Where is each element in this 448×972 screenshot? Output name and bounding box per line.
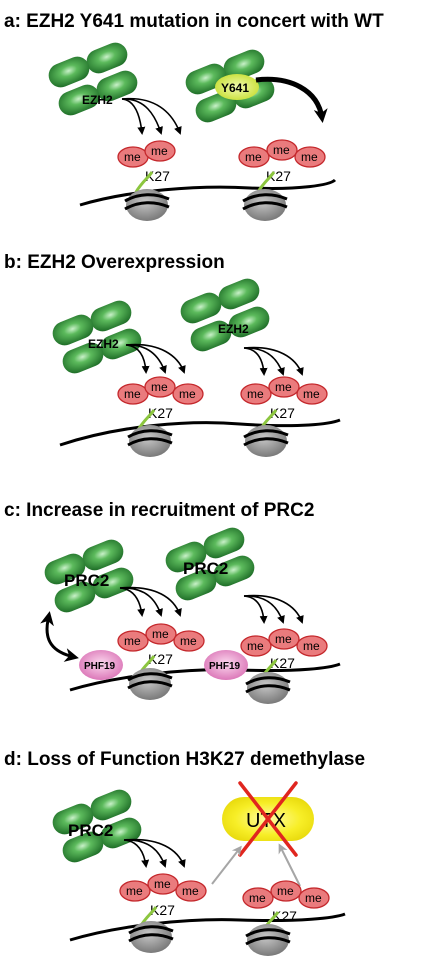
me-label: me (179, 387, 196, 401)
me-label: me (277, 884, 294, 898)
methyl-group-a-right: me me me K27 (238, 139, 326, 184)
methyl-group-c-right: me me me K27 (240, 628, 328, 671)
me-label: me (301, 150, 318, 164)
panel-b: b: EZH2 Overexpression EZH2 EZH2 me me m… (4, 252, 341, 459)
panel-a-title: a: EZH2 Y641 mutation in concert with WT (4, 11, 384, 32)
demethylation-arrow-right (278, 843, 301, 887)
methylation-arrows-c-right (243, 594, 304, 624)
k27-label-c-left: K27 (148, 651, 173, 667)
ezh2-label-a: EZH2 (82, 93, 113, 107)
nucleosome-c-right (244, 670, 292, 706)
me-label: me (180, 634, 197, 648)
panel-a: a: EZH2 Y641 mutation in concert with WT… (4, 11, 384, 223)
panel-b-title: b: EZH2 Overexpression (4, 252, 225, 273)
ezh2-complex-a: EZH2 (45, 39, 141, 119)
me-label: me (249, 891, 266, 905)
ezh2-y641-complex: Y641 (182, 46, 278, 126)
methyl-group-c-left: me me me K27 (117, 623, 205, 667)
me-label: me (151, 144, 168, 158)
me-label: me (305, 891, 322, 905)
methylation-arrows-d (123, 838, 186, 868)
methyl-group-d-right: me me me K27 (242, 880, 330, 924)
me-label: me (275, 632, 292, 646)
nucleosome-b-right (242, 423, 290, 459)
me-label: me (247, 639, 264, 653)
k27-label-b-left: K27 (148, 405, 173, 421)
me-label: me (124, 150, 141, 164)
y641-label: Y641 (221, 81, 249, 95)
k27-label-b-right: K27 (270, 405, 295, 421)
me-label: me (303, 387, 320, 401)
utx-demethylase: UTX (222, 781, 314, 857)
inactivation-cross-icon (238, 781, 298, 857)
methylation-arrows-b-left (125, 343, 186, 374)
histone-tail-a-left (134, 171, 154, 193)
nucleosome-b-left (126, 423, 174, 459)
me-label: me (245, 150, 262, 164)
methyl-group-b-right: me me me K27 (240, 376, 328, 421)
demethylation-arrow-left (211, 845, 242, 885)
prc2-complex-c-left: PRC2 (41, 536, 137, 616)
prc2-label-c-right: PRC2 (183, 559, 228, 578)
me-label: me (182, 884, 199, 898)
me-label: me (303, 639, 320, 653)
me-label: me (154, 877, 171, 891)
methylation-arrows-a-left (121, 97, 182, 135)
me-label: me (151, 380, 168, 394)
panel-d: d: Loss of Function H3K27 demethylase PR… (4, 749, 365, 958)
y641-mutant-subunit (215, 74, 259, 100)
k27-label-c-right: K27 (270, 655, 295, 671)
k27-label-d-left: K27 (150, 902, 175, 918)
panel-d-title: d: Loss of Function H3K27 demethylase (4, 749, 365, 770)
nucleosome-a-right (241, 187, 289, 223)
recruitment-arrow (40, 611, 79, 662)
dna-strand-b (59, 418, 341, 447)
phf19-label-left: PHF19 (84, 661, 116, 672)
phf19-label-right: PHF19 (209, 661, 241, 672)
prc2-complex-c-right: PRC2 (162, 524, 258, 604)
ezh2-label-b-right: EZH2 (218, 322, 249, 336)
me-label: me (126, 884, 143, 898)
k27-label-d-right: K27 (272, 908, 297, 924)
me-label: me (275, 380, 292, 394)
prc2-label-d: PRC2 (68, 821, 113, 840)
panel-c: c: Increase in recruitment of PRC2 PRC2 … (4, 500, 341, 706)
ezh2-complex-b-left: EZH2 (49, 297, 145, 377)
me-label: me (273, 143, 290, 157)
dna-strand-d (69, 912, 346, 942)
phf19-c-left: PHF19 (79, 650, 123, 680)
prc2-complex-d: PRC2 (49, 786, 145, 866)
nucleosome-d-right (244, 922, 292, 958)
panel-c-title: c: Increase in recruitment of PRC2 (4, 500, 314, 521)
methylation-arrows-c-left (119, 586, 182, 617)
me-label: me (152, 627, 169, 641)
ezh2-complex-b-right: EZH2 (177, 275, 273, 355)
y641-activity-arrow (255, 76, 328, 123)
ezh2-label-b-left: EZH2 (88, 337, 119, 351)
methyl-group-b-left: me me me K27 (117, 376, 204, 421)
methyl-group-d-left: me me me K27 (119, 873, 207, 918)
phf19-c-right: PHF19 (204, 650, 248, 680)
methylation-arrows-b-right (243, 346, 304, 376)
me-label: me (247, 387, 264, 401)
dna-strand-a (79, 178, 337, 207)
me-label: me (124, 387, 141, 401)
me-label: me (124, 634, 141, 648)
prc2-label-c-left: PRC2 (64, 571, 109, 590)
